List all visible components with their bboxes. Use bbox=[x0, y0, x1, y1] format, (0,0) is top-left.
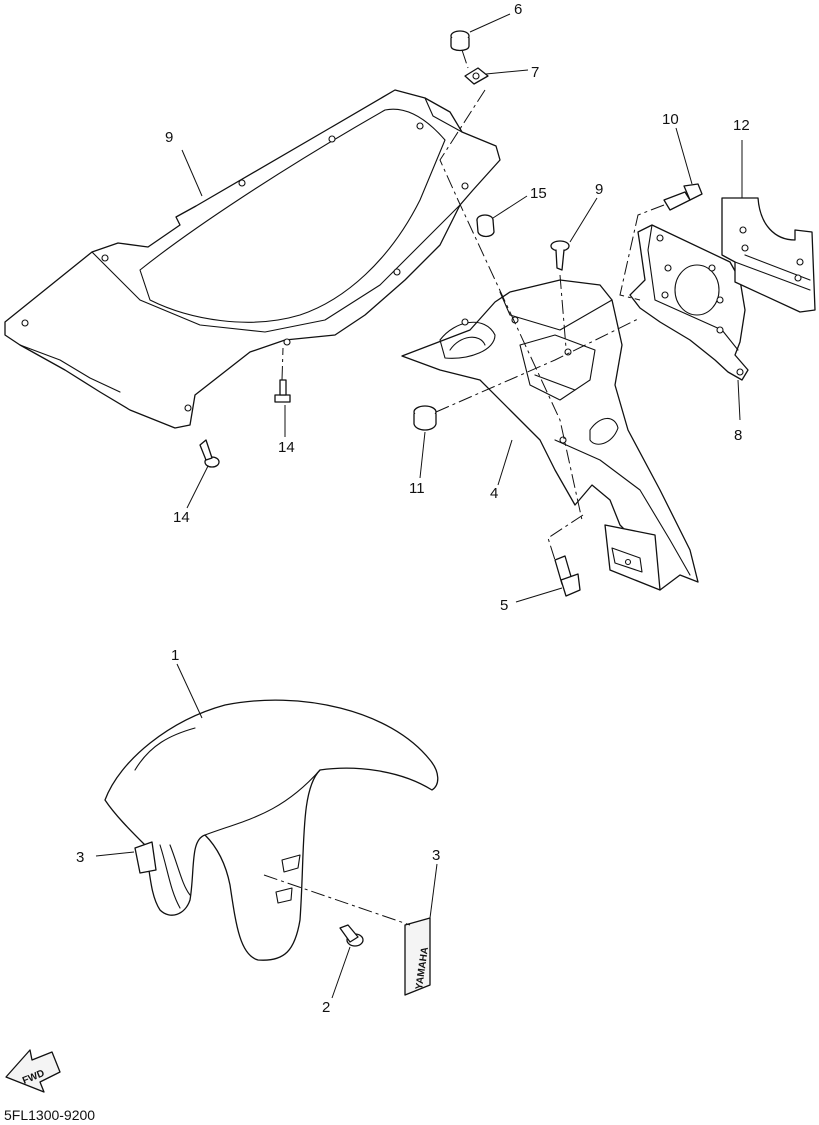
callout-6: 6 bbox=[514, 1, 522, 18]
callout-11: 11 bbox=[409, 480, 425, 497]
front-fender bbox=[104, 699, 439, 961]
screw-14-upper bbox=[274, 379, 291, 403]
callout-3-right: 3 bbox=[432, 847, 440, 864]
callout-5: 5 bbox=[500, 597, 508, 614]
screw-9 bbox=[550, 240, 570, 271]
collar-15 bbox=[476, 214, 495, 238]
under-cowl-panel bbox=[4, 89, 501, 429]
assembly-lines bbox=[263, 49, 665, 926]
screw-14-lower bbox=[199, 439, 220, 468]
callout-9: 9 bbox=[595, 181, 603, 198]
callout-4: 4 bbox=[490, 485, 498, 502]
callout-8: 8 bbox=[734, 427, 742, 444]
callout-3-left: 3 bbox=[76, 849, 84, 866]
callout-12: 12 bbox=[733, 117, 750, 134]
bolt-5 bbox=[554, 555, 581, 597]
callout-15: 15 bbox=[530, 185, 547, 202]
mounting-plate bbox=[721, 197, 816, 313]
callout-1: 1 bbox=[171, 647, 179, 664]
collar-11 bbox=[413, 405, 437, 431]
mounting-bracket bbox=[629, 224, 749, 381]
bolt-10 bbox=[663, 183, 703, 211]
part-code: 5FL1300-9200 bbox=[4, 1107, 95, 1123]
callout-2: 2 bbox=[322, 999, 330, 1016]
callout-labels: 9 6 7 15 9 10 12 8 11 4 5 14 14 1 3 3 2 bbox=[76, 1, 750, 1016]
rear-fender bbox=[401, 279, 699, 591]
callout-14-lower: 14 bbox=[173, 509, 190, 526]
emblem-decal: YAMAHA bbox=[404, 917, 431, 996]
screw-2 bbox=[339, 924, 364, 947]
callout-14-upper: 14 bbox=[278, 439, 295, 456]
grommet-6 bbox=[450, 30, 470, 52]
leader-lines bbox=[95, 13, 743, 999]
nut-7 bbox=[464, 67, 489, 85]
callout-13: 9 bbox=[165, 129, 173, 146]
side-decal-left bbox=[134, 841, 157, 874]
callout-7: 7 bbox=[531, 64, 539, 81]
callout-10: 10 bbox=[662, 111, 679, 128]
fwd-direction-badge: FWD bbox=[5, 1049, 61, 1093]
